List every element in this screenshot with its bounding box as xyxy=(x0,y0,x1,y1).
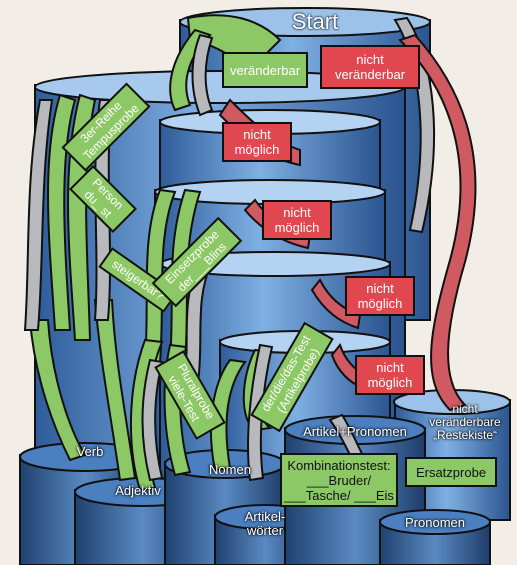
bin-label-nomen: Nomen xyxy=(209,462,251,477)
bin-label-verb: Verb xyxy=(76,444,104,459)
sign-nicht-moeglich-4: nicht möglich xyxy=(355,355,425,395)
sign-nicht-moeglich-3: nicht möglich xyxy=(345,276,415,316)
start-label: Start xyxy=(291,9,339,34)
box-ersatzprobe: Ersatzprobe xyxy=(405,457,497,487)
bin-label-restekiste: nicht veränderbare „Restekiste“ xyxy=(429,402,501,442)
bin-label-artikel-pronomen: Artikel+Pronomen xyxy=(303,424,407,439)
box-kombinationstest: Kombinationstest: ___Bruder/ ___Tasche/ … xyxy=(280,453,398,507)
bin-pronomen xyxy=(379,509,491,565)
sign-nicht-veraenderbar: nicht veränderbar xyxy=(320,45,420,89)
sign-veraenderbar: veränderbar xyxy=(222,52,308,88)
sign-nicht-moeglich-1: nicht möglich xyxy=(222,122,292,162)
bin-label-artikelwoerter: Artikel- wörter xyxy=(244,509,286,538)
bin-label-adjektiv: Adjektiv xyxy=(115,483,161,498)
sign-nicht-moeglich-2: nicht möglich xyxy=(262,200,332,240)
bin-label-pronomen: Pronomen xyxy=(405,515,465,530)
